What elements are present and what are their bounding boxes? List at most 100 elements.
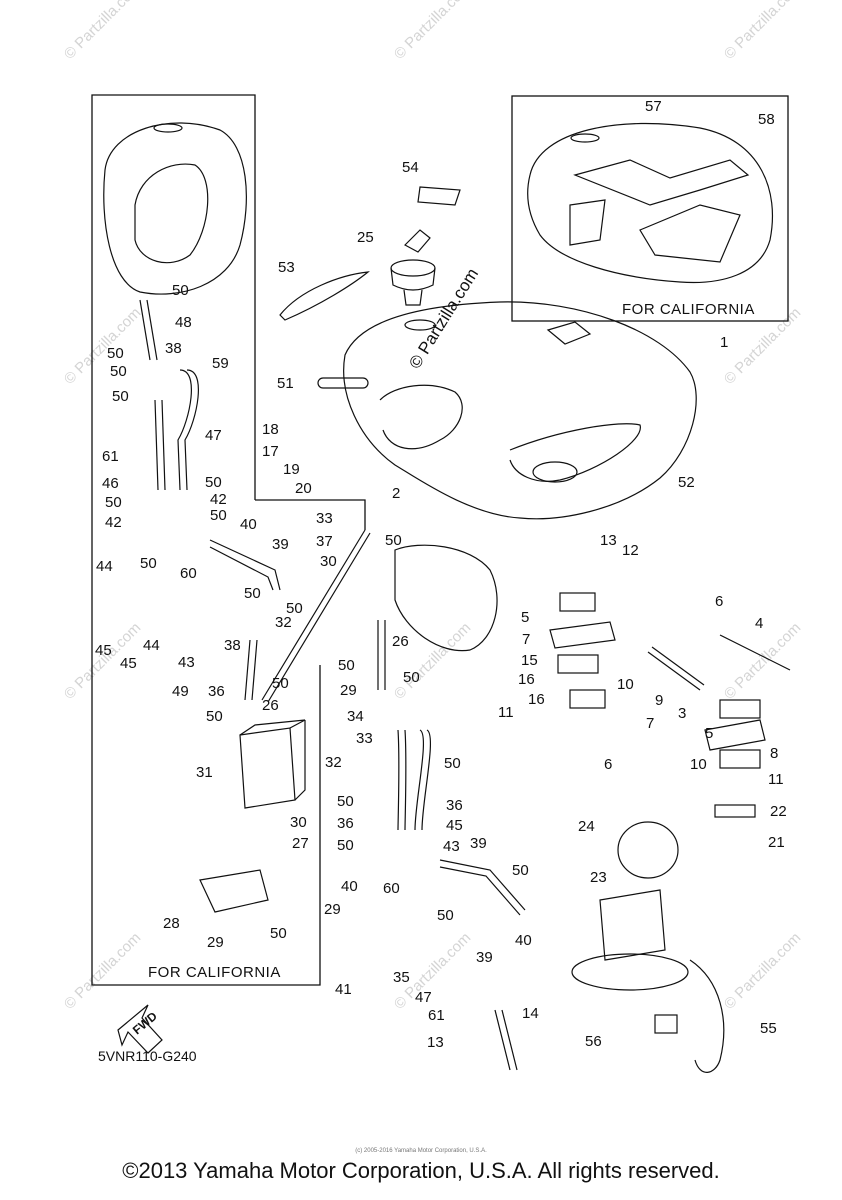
callout-number: 49	[172, 683, 189, 700]
callout-number: 18	[262, 421, 279, 438]
callout-number: 50	[172, 282, 189, 299]
callout-number: 42	[105, 514, 122, 531]
right-frame-label: FOR CALIFORNIA	[622, 301, 755, 318]
callout-number: 11	[498, 704, 514, 721]
bracket-27	[199, 869, 269, 913]
callout-number: 50	[244, 585, 261, 602]
callout-number: 28	[163, 915, 180, 932]
watermark: © Partzilla.com	[61, 929, 144, 1012]
callout-number: 39	[476, 949, 493, 966]
copyright-notice: ©2013 Yamaha Motor Corporation, U.S.A. A…	[122, 1158, 720, 1183]
left-tank-drawing	[103, 122, 247, 295]
callout-number: 5	[705, 725, 713, 742]
label-plate-54	[417, 186, 461, 206]
watermark: © Partzilla.com	[61, 0, 144, 63]
callout-number: 7	[522, 631, 530, 648]
callout-number: 29	[324, 901, 341, 918]
part-code: 5VNR110-G240	[98, 1048, 197, 1064]
callout-number: 7	[646, 715, 654, 732]
callout-number: 38	[224, 637, 241, 654]
callout-number: 33	[316, 510, 333, 527]
callout-number: 43	[178, 654, 195, 671]
callout-number: 51	[277, 375, 294, 392]
callout-number: 50	[337, 837, 354, 854]
mounting-hardware-drawing	[394, 544, 791, 818]
gasket-53	[279, 271, 370, 321]
callout-number: 13	[600, 532, 617, 549]
callout-number: 11	[768, 771, 784, 788]
fuel-tank-drawing	[343, 301, 697, 520]
callout-number: 15	[521, 652, 538, 669]
callout-number: 29	[207, 934, 224, 951]
watermark: © Partzilla.com	[61, 304, 144, 387]
callout-number: 14	[522, 1005, 539, 1022]
callout-number: 60	[180, 565, 197, 582]
canister-26	[239, 719, 306, 809]
fwd-arrow: FWD	[117, 1004, 163, 1054]
callout-number: 9	[655, 692, 663, 709]
center-watermark: © Partzilla.com	[405, 265, 482, 372]
right-california-frame	[511, 95, 789, 322]
callout-number: 50	[105, 494, 122, 511]
watermark: © Partzilla.com	[721, 0, 804, 63]
callout-number: 20	[295, 480, 312, 497]
callout-number: 55	[760, 1020, 777, 1037]
callout-number: 60	[383, 880, 400, 897]
callout-number: 3	[678, 705, 686, 722]
callout-number: 50	[286, 600, 303, 617]
callout-number: 39	[470, 835, 487, 852]
watermark: © Partzilla.com	[391, 619, 474, 702]
callout-number: 44	[96, 558, 113, 575]
callout-number: 16	[528, 691, 545, 708]
callout-number: 44	[143, 637, 160, 654]
fuel-cap-drawing	[390, 229, 436, 306]
callout-number: 50	[338, 657, 355, 674]
callout-number: 16	[518, 671, 535, 688]
callout-number: 50	[337, 793, 354, 810]
callout-number: 50	[437, 907, 454, 924]
callout-number: 10	[617, 676, 634, 693]
callout-number: 29	[340, 682, 357, 699]
callout-number: 26	[392, 633, 409, 650]
callout-number: 27	[292, 835, 309, 852]
callout-number: 36	[208, 683, 225, 700]
callout-number: 13	[427, 1034, 444, 1051]
callout-number: 6	[715, 593, 723, 610]
callout-number: 32	[275, 614, 292, 631]
callout-number: 45	[446, 817, 463, 834]
callout-number: 30	[320, 553, 337, 570]
callout-number: 50	[272, 675, 289, 692]
callout-number: 23	[590, 869, 607, 886]
callout-number: 56	[585, 1033, 602, 1050]
callout-number: 33	[356, 730, 373, 747]
left-frame-label: FOR CALIFORNIA	[148, 964, 281, 981]
callout-number: 45	[120, 655, 137, 672]
callout-number: 50	[270, 925, 287, 942]
callout-number: 19	[283, 461, 300, 478]
callout-number: 2	[392, 485, 400, 502]
callout-number: 43	[443, 838, 460, 855]
callout-number: 25	[357, 229, 374, 246]
callout-number: 50	[206, 708, 223, 725]
callout-number: 17	[262, 443, 279, 460]
callout-number: 40	[515, 932, 532, 949]
callout-number: 22	[770, 803, 787, 820]
callout-number: 40	[240, 516, 257, 533]
callout-number: 50	[205, 474, 222, 491]
callout-number: 59	[212, 355, 229, 372]
watermark-layer: © Partzilla.com © Partzilla.com © Partzi…	[61, 0, 804, 1013]
callout-number: 57	[645, 98, 662, 115]
callout-number: 52	[678, 474, 695, 491]
callout-number: 50	[403, 669, 420, 686]
callout-number: 38	[165, 340, 182, 357]
callout-number: 24	[578, 818, 595, 835]
callout-number: 50	[110, 363, 127, 380]
hose-routing-center	[377, 620, 526, 1071]
callout-number: 1	[720, 334, 728, 351]
fuel-pump-21	[571, 821, 725, 1073]
callout-number: 50	[210, 507, 227, 524]
callout-number: 21	[768, 834, 785, 851]
watermark: © Partzilla.com	[391, 0, 474, 63]
